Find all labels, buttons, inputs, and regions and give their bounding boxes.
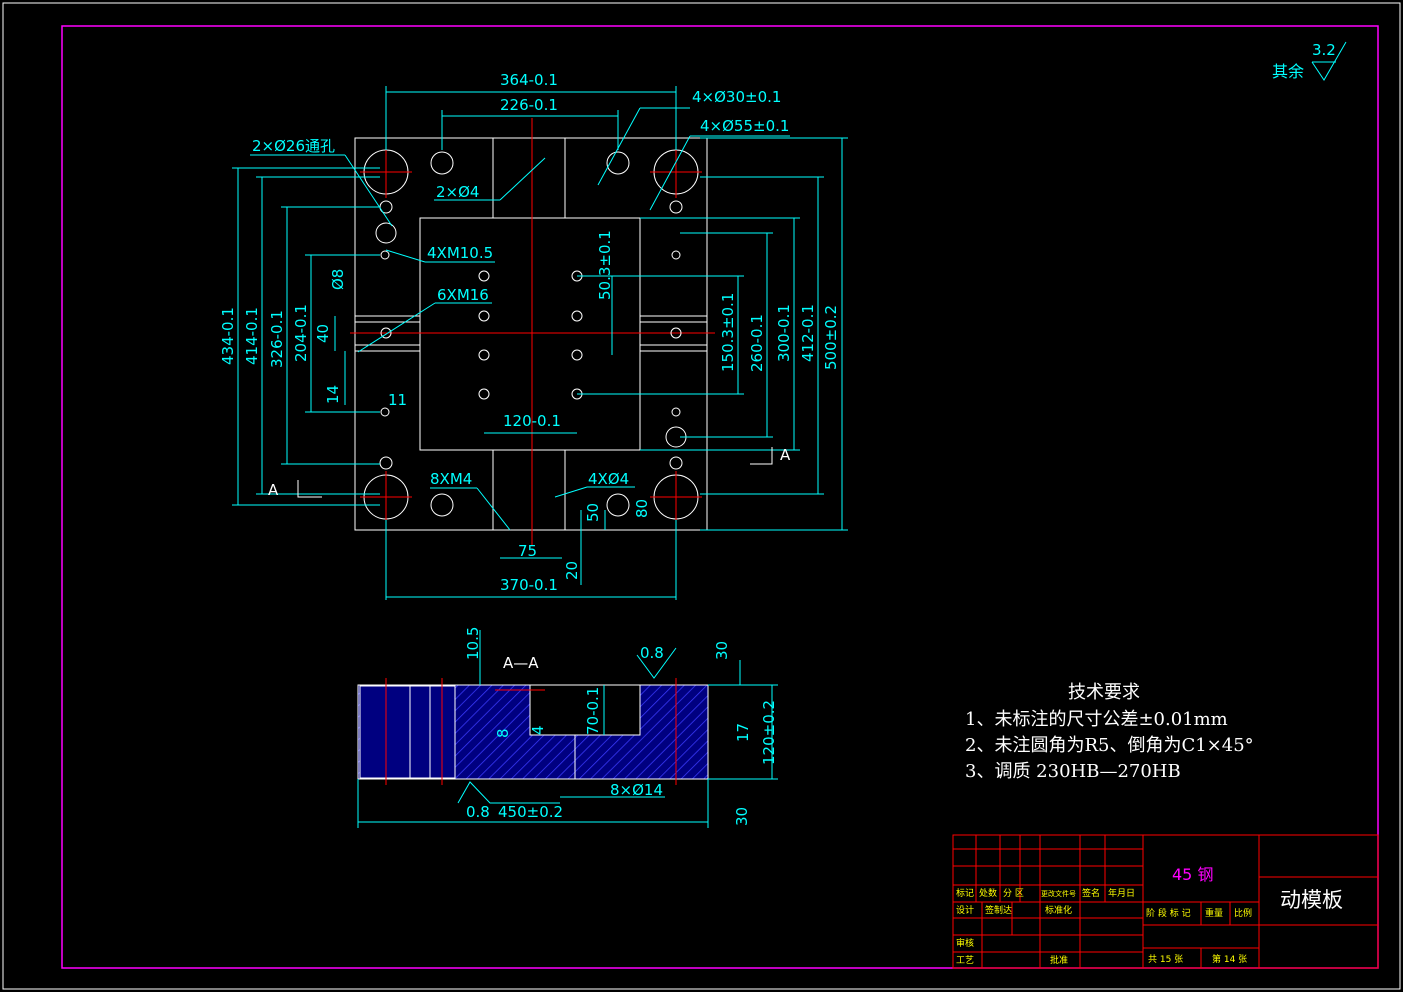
plate-outline (354, 137, 708, 531)
svg-text:工艺: 工艺 (956, 955, 974, 966)
callout-8xm4: 8XM4 (430, 470, 472, 488)
title-block (952, 834, 1379, 969)
roughness-symbol: 其余 3.2 (1272, 41, 1347, 81)
dim-50-3: 50.3±0.1 (596, 230, 614, 300)
dim-75: 75 (518, 542, 537, 560)
sec-dim-120: 120±0.2 (760, 700, 778, 765)
sec-dim-30-bottom: 30 (733, 807, 751, 826)
dim-dia8: Ø8 (329, 269, 347, 290)
section-view: A—A 10.5 0.8 30 8 4 70-0.1 17 120±0.2 0.… (357, 627, 778, 828)
svg-text:阶 段 标 记: 阶 段 标 记 (1146, 907, 1191, 919)
svg-text:标记: 标记 (956, 887, 974, 899)
dim-412: 412-0.1 (799, 304, 817, 362)
tech-requirement-2: 2、未注圆角为R5、倒角为C1×45° (965, 735, 1254, 756)
part-name: 动模板 (1280, 888, 1343, 912)
sec-dim-10-5: 10.5 (464, 627, 482, 660)
section-title: A—A (503, 654, 539, 672)
sec-dim-30-top: 30 (713, 641, 731, 660)
callout-4xm10: 4XM10.5 (427, 244, 493, 262)
sec-dim-17: 17 (734, 723, 752, 742)
dim-500: 500±0.2 (822, 305, 840, 370)
svg-text:重量: 重量 (1205, 907, 1223, 919)
dim-260: 260-0.1 (748, 314, 766, 372)
dim-434: 434-0.1 (219, 307, 237, 365)
dim-226: 226-0.1 (500, 96, 558, 114)
sec-dim-450: 450±0.2 (498, 803, 563, 821)
dim-150-3: 150.3±0.1 (719, 293, 737, 372)
callout-6xm16: 6XM16 (437, 286, 489, 304)
tech-requirement-3: 3、调质 230HB—270HB (965, 761, 1181, 782)
dim-120: 120-0.1 (503, 412, 561, 430)
tech-requirements-title: 技术要求 (1068, 682, 1140, 703)
svg-text:批准: 批准 (1050, 954, 1068, 966)
dim-80: 80 (633, 499, 651, 518)
dim-20: 20 (563, 561, 581, 580)
callout-4x30: 4×Ø30±0.1 (692, 88, 781, 106)
dim-50: 50 (584, 503, 602, 522)
dim-370: 370-0.1 (500, 576, 558, 594)
section-mark-a-left: A (268, 481, 279, 499)
svg-text:设计: 设计 (956, 904, 974, 916)
dim-414: 414-0.1 (243, 307, 261, 365)
dim-204: 204-0.1 (292, 304, 310, 362)
callout-2x4: 2×Ø4 (436, 183, 479, 201)
svg-text:比例: 比例 (1234, 907, 1252, 919)
svg-text:签制达: 签制达 (985, 904, 1012, 916)
tech-requirement-1: 1、未标注的尺寸公差±0.01mm (965, 709, 1228, 730)
drawing-frame (61, 25, 1379, 969)
svg-text:标准化: 标准化 (1045, 904, 1072, 916)
svg-text:处数: 处数 (979, 887, 997, 899)
svg-text:签名: 签名 (1082, 887, 1100, 899)
sec-roughness-bottom: 0.8 (466, 803, 490, 821)
svg-text:审核: 审核 (956, 937, 974, 949)
roughness-value: 3.2 (1312, 41, 1336, 59)
plan-view: 364-0.1 226-0.1 370-0.1 75 120-0.1 20 50… (219, 71, 848, 600)
svg-text:第 14 张: 第 14 张 (1212, 953, 1247, 965)
roughness-label: 其余 (1272, 62, 1304, 81)
dim-326: 326-0.1 (268, 310, 286, 368)
svg-text:更改文件号: 更改文件号 (1041, 889, 1076, 898)
svg-text:年月日: 年月日 (1108, 887, 1135, 899)
callout-2x26: 2×Ø26通孔 (252, 137, 335, 155)
dim-14: 14 (324, 385, 342, 404)
callout-4x55: 4×Ø55±0.1 (700, 117, 789, 135)
svg-text:共 15 张: 共 15 张 (1148, 954, 1183, 965)
dim-40: 40 (314, 324, 332, 343)
section-mark-a-right: A (780, 446, 791, 464)
sec-dim-8x14: 8×Ø14 (610, 781, 663, 799)
sec-roughness-top: 0.8 (640, 644, 664, 662)
callout-4x4: 4XØ4 (588, 470, 629, 488)
sec-dim-8: 8 (494, 728, 512, 738)
sec-dim-70: 70-0.1 (584, 687, 602, 735)
dim-11: 11 (388, 391, 407, 409)
dim-300: 300-0.1 (775, 304, 793, 362)
sec-dim-4: 4 (529, 725, 547, 735)
material-label: 45 钢 (1172, 865, 1213, 884)
title-block-labels: 标记 处数 分 区 更改文件号 签名 年月日 设计 签制达 标准化 审核 工艺 … (956, 887, 1252, 966)
svg-text:分 区: 分 区 (1003, 888, 1024, 899)
dim-364: 364-0.1 (500, 71, 558, 89)
